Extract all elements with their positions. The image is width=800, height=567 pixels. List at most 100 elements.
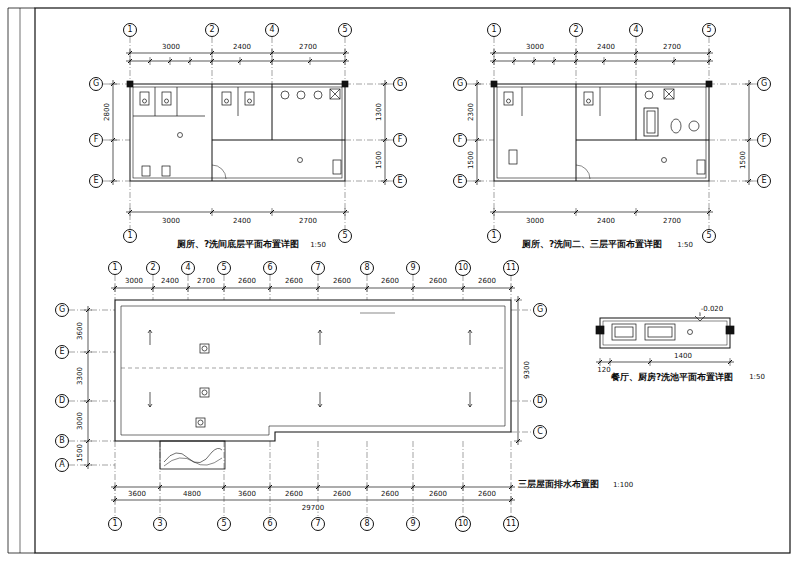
axis-number: B <box>59 437 65 445</box>
axis-line <box>345 181 346 229</box>
squat-toilet <box>584 92 593 105</box>
dimension-text: 2700 <box>298 218 318 225</box>
view-title: 餐厅、厨房?洗池平面布置详图 <box>610 373 734 382</box>
extension-line <box>709 208 710 216</box>
axis-bubble: 3 <box>153 517 167 531</box>
partition-wall <box>272 84 273 140</box>
stall-partition <box>177 87 178 116</box>
scale-note: 1:50 <box>748 374 766 381</box>
dimension-text: 2600 <box>428 278 448 285</box>
extension-line <box>272 208 273 216</box>
extension-line <box>463 483 464 491</box>
axis-line <box>69 352 115 353</box>
gutter-leader <box>360 313 395 314</box>
dimension-line <box>385 80 386 185</box>
extension-line <box>534 57 535 65</box>
column <box>491 81 497 87</box>
axis-bubble: F <box>757 133 771 147</box>
extension-line <box>604 57 605 65</box>
axis-line <box>69 310 115 311</box>
dimension-text: 2600 <box>237 278 257 285</box>
dimension-text: 2300 <box>468 102 475 122</box>
dimension-text: 2700 <box>662 218 682 225</box>
axis-bubble: 1 <box>108 517 122 531</box>
dimension-line <box>126 61 349 62</box>
axis-bubble: 5 <box>702 229 716 243</box>
dimension-line <box>126 53 349 54</box>
axis-number: 8 <box>364 520 369 528</box>
extension-line <box>130 208 131 216</box>
axis-number: 1 <box>491 26 496 34</box>
urinal <box>509 150 517 164</box>
extension-line <box>84 401 92 402</box>
axis-bubble: E <box>55 345 69 359</box>
floor-drain <box>298 158 303 163</box>
axis-bubble: C <box>533 425 547 439</box>
door-swing <box>212 165 226 179</box>
dimension-text: 1500 <box>468 150 475 170</box>
axis-number: 3 <box>157 520 162 528</box>
extension-line <box>130 57 131 65</box>
axis-line <box>467 84 494 85</box>
roof-drain <box>198 420 203 425</box>
title-strip-line <box>8 553 35 554</box>
axis-line <box>413 441 414 517</box>
dimension-text: 2600 <box>332 278 352 285</box>
slope-arrowhead <box>318 330 322 333</box>
axis-number: 2 <box>209 26 214 34</box>
extension-line <box>636 49 637 57</box>
extension-line <box>188 284 189 292</box>
squat-toilet <box>245 92 254 105</box>
extension-line <box>413 483 414 491</box>
sheet-frame <box>35 8 790 553</box>
dimension-line <box>477 80 478 185</box>
axis-line <box>463 441 464 517</box>
axis-line <box>709 181 710 229</box>
dimension-text: 9300 <box>524 360 531 380</box>
extension-line <box>514 441 522 442</box>
axis-bubble: 1 <box>123 229 137 243</box>
extension-line <box>160 483 161 491</box>
extension-line <box>494 57 495 65</box>
axis-bubble: 7 <box>311 517 325 531</box>
axis-number: C <box>537 428 543 436</box>
dimension-line <box>111 288 515 289</box>
sink-unit <box>697 160 705 174</box>
axis-number: 4 <box>269 26 274 34</box>
dimension-text: 2400 <box>596 44 616 51</box>
axis-bubble: 4 <box>629 23 643 37</box>
axis-number: 1 <box>112 264 117 272</box>
axis-line <box>69 465 115 466</box>
extension-line <box>150 57 151 65</box>
extension-line <box>115 483 116 491</box>
axis-number: 1 <box>491 232 496 240</box>
slope-arrow <box>470 330 471 345</box>
extension-line <box>170 57 171 65</box>
squat-toilet <box>162 92 171 105</box>
extension-line <box>240 57 241 65</box>
outer-wall <box>603 321 727 345</box>
axis-number: 2 <box>150 264 155 272</box>
axis-bubble: 6 <box>263 517 277 531</box>
extension-line <box>318 284 319 292</box>
axis-bubble: E <box>757 174 771 188</box>
extension-line <box>709 57 710 65</box>
extension-line <box>413 284 414 292</box>
outer-wall <box>133 87 342 178</box>
extension-line <box>270 483 271 491</box>
roof-drain <box>200 344 209 353</box>
axis-bubble: F <box>89 133 103 147</box>
axis-number: E <box>59 348 64 356</box>
title-strip-line <box>8 8 9 553</box>
slope-arrow <box>150 392 151 407</box>
dimension-text: 3600 <box>77 321 84 341</box>
axis-bubble: E <box>453 174 467 188</box>
extension-line <box>650 358 651 366</box>
axis-number: G <box>397 80 403 88</box>
dimension-text: 29700 <box>301 505 325 512</box>
level-mark <box>695 316 705 321</box>
mop-sink <box>664 89 674 99</box>
dimension-text: 120 <box>596 367 611 374</box>
extension-line <box>381 140 389 141</box>
axis-bubble: 5 <box>702 23 716 37</box>
